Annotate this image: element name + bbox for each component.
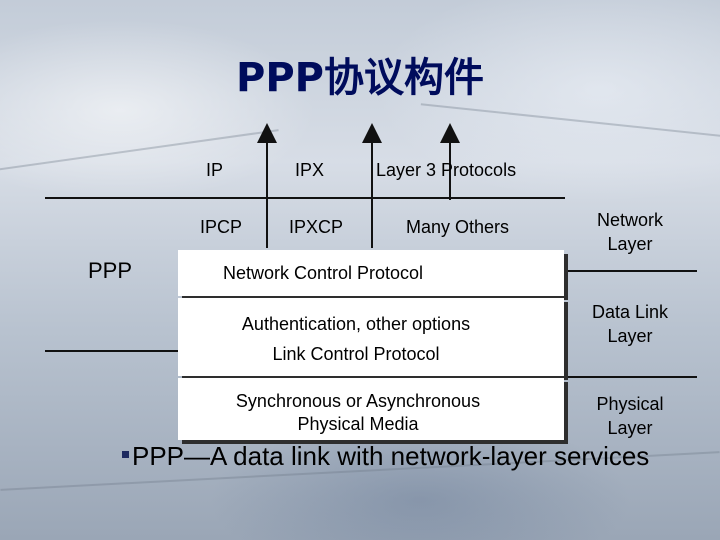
authentication-label: Authentication, other options [241,314,471,334]
physical-layer-line2: Layer [607,418,653,438]
ppp-label: PPP [88,258,133,283]
physical-layer-line1: Physical [596,394,664,414]
layer3-protocols-label: Layer 3 Protocols [376,160,517,180]
ipcp-label: IPCP [200,217,243,237]
lcp-label: Link Control Protocol [272,344,440,364]
network-layer-line1: Network [596,210,663,230]
many-others-label: Many Others [406,217,510,237]
protocol-ip-label: IP [206,160,224,180]
bullet-icon [122,451,129,458]
network-layer-label: Network Layer [570,208,690,256]
network-control-protocol-box: Network Control Protocol [178,250,564,296]
data-link-layer-line2: Layer [607,326,653,346]
divider-line [45,197,565,199]
ipxcp-label: IPXCP [289,217,344,237]
link-control-protocol-box: Authentication, other options Link Contr… [178,298,564,376]
physical-media-box: Synchronous or Asynchronous Physical Med… [178,378,564,440]
data-link-layer-line1: Data Link [591,302,669,322]
slide-title: PPP协议构件 [236,55,484,101]
network-layer-line2: Layer [607,234,653,254]
divider-line [45,350,180,352]
ncp-label: Network Control Protocol [222,263,424,283]
divider-line [562,270,697,272]
bullet-text: PPP—A data link with network-layer servi… [132,441,650,471]
physical-media-line2: Physical Media [297,414,419,434]
physical-layer-label: Physical Layer [570,392,690,440]
protocol-ipx-label: IPX [295,160,325,180]
physical-media-line1: Synchronous or Asynchronous [235,391,481,411]
divider-line [562,376,697,378]
data-link-layer-label: Data Link Layer [570,300,690,348]
